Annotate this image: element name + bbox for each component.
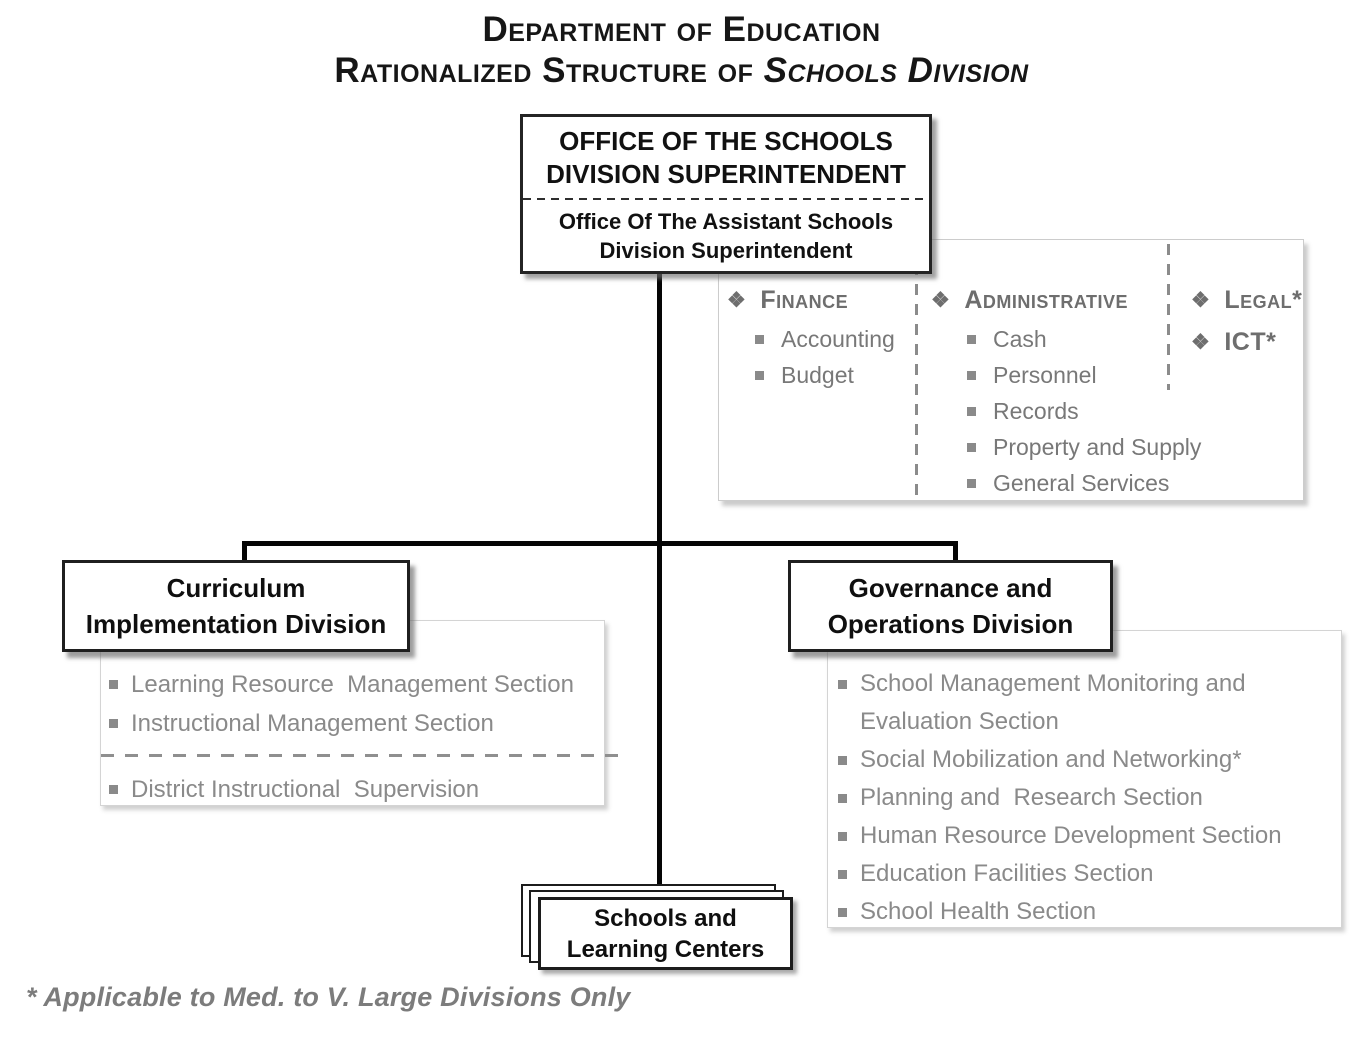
list-item: Budget xyxy=(755,357,917,393)
list-item: School Management Monitoring and Evaluat… xyxy=(838,665,1337,741)
schools-stack: Schools and Learning Centers xyxy=(521,884,811,989)
list-item-label: Learning Resource Management Section xyxy=(131,671,574,698)
list-item: Property and Supply xyxy=(967,429,1201,465)
square-bullet-icon xyxy=(109,785,118,794)
list-item-label: Personnel xyxy=(993,362,1097,388)
square-bullet-icon xyxy=(967,406,976,416)
list-item-label: Cash xyxy=(993,326,1047,352)
connector-right-drop-line xyxy=(953,541,958,567)
square-bullet-icon xyxy=(967,334,976,344)
admin-legal-separator xyxy=(1167,244,1170,390)
square-bullet-icon xyxy=(838,756,847,765)
finance-admin-separator xyxy=(915,244,918,498)
chart-title-line2-text: Rationalized Structure of xyxy=(334,51,764,90)
curriculum-panel-divider xyxy=(101,754,619,757)
square-bullet-icon xyxy=(967,370,976,380)
governance-division-box: Governance and Operations Division xyxy=(788,560,1113,652)
administrative-header: ❖ Administrative xyxy=(931,286,1191,315)
list-item: Social Mobilization and Networking* xyxy=(838,741,1337,779)
list-item-label: Planning and Research Section xyxy=(860,784,1203,811)
superintendent-box: OFFICE OF THE SCHOOLS DIVISION SUPERINTE… xyxy=(520,114,932,274)
square-bullet-icon xyxy=(838,908,847,917)
finance-items: Accounting Budget xyxy=(727,321,917,393)
list-item-label: Records xyxy=(993,398,1079,424)
list-item: Cash xyxy=(967,321,1191,357)
square-bullet-icon xyxy=(967,442,976,452)
list-item-label: Budget xyxy=(781,362,854,388)
connector-left-drop-line xyxy=(242,541,247,567)
list-item: Records xyxy=(967,393,1191,429)
square-bullet-icon xyxy=(109,719,118,728)
administrative-header-label: Administrative xyxy=(964,286,1129,314)
list-item: Accounting xyxy=(755,321,917,357)
chart-title-line2-italic: Schools Division xyxy=(763,51,1029,90)
ict-header-label: ICT* xyxy=(1224,328,1277,356)
list-item-label: Property and Supply xyxy=(993,434,1202,460)
list-item: Planning and Research Section xyxy=(838,779,1337,817)
curriculum-sections-panel: Learning Resource Management Section Ins… xyxy=(100,620,619,809)
square-bullet-icon xyxy=(838,870,847,879)
finance-header-label: Finance xyxy=(760,286,849,314)
list-item-label: Education Facilities Section xyxy=(860,860,1154,887)
ict-header: ❖ ICT* xyxy=(1191,328,1305,357)
list-item: District Instructional Supervision xyxy=(109,770,600,809)
footnote: * Applicable to Med. to V. Large Divisio… xyxy=(26,982,631,1012)
square-bullet-icon xyxy=(755,370,764,380)
assistant-superintendent-title: Office Of The Assistant Schools Division… xyxy=(558,208,894,263)
list-item: Instructional Management Section xyxy=(109,704,600,743)
diamond-bullet-icon: ❖ xyxy=(1191,331,1211,354)
square-bullet-icon xyxy=(838,832,847,841)
diamond-bullet-icon: ❖ xyxy=(931,289,951,312)
staff-units-panel: ❖ Finance Accounting Budget ❖ Administra… xyxy=(718,239,1304,501)
legal-header-label: Legal* xyxy=(1224,286,1303,314)
list-item: School Health Section xyxy=(838,893,1337,931)
list-item-label: Accounting xyxy=(781,326,895,352)
chart-title-line2: Rationalized Structure of Schools Divisi… xyxy=(0,51,1363,91)
list-item: Human Resource Development Section xyxy=(838,817,1337,855)
list-item: General Services xyxy=(967,465,1191,501)
list-item: Learning Resource Management Section xyxy=(109,665,600,704)
finance-header: ❖ Finance xyxy=(727,286,917,315)
diamond-bullet-icon: ❖ xyxy=(1191,289,1211,312)
list-item-label: School Health Section xyxy=(860,898,1097,925)
superintendent-title: OFFICE OF THE SCHOOLS DIVISION SUPERINTE… xyxy=(546,125,906,189)
list-item-label: Social Mobilization and Networking* xyxy=(860,746,1242,773)
connector-vertical-line xyxy=(657,272,662,890)
list-item: Personnel xyxy=(967,357,1191,393)
list-item-label: Instructional Management Section xyxy=(131,710,494,737)
administrative-column: ❖ Administrative Cash Personnel Records … xyxy=(931,240,1201,501)
square-bullet-icon xyxy=(838,680,847,689)
schools-box: Schools and Learning Centers xyxy=(538,897,793,970)
administrative-items: Cash Personnel Records Property and Supp… xyxy=(931,321,1201,501)
finance-column: ❖ Finance Accounting Budget xyxy=(727,240,917,500)
governance-sections-panel: School Management Monitoring and Evaluat… xyxy=(827,630,1342,928)
chart-title-line1: Department of Education xyxy=(482,10,881,49)
connector-branch-line xyxy=(242,541,958,546)
list-item-label: Human Resource Development Section xyxy=(860,822,1282,849)
curriculum-division-box: Curriculum Implementation Division xyxy=(62,560,410,652)
square-bullet-icon xyxy=(967,478,976,488)
list-item-label: District Instructional Supervision xyxy=(131,776,480,803)
square-bullet-icon xyxy=(838,794,847,803)
diamond-bullet-icon: ❖ xyxy=(727,289,747,312)
legal-header: ❖ Legal* xyxy=(1191,286,1305,315)
list-item-label: General Services xyxy=(993,470,1170,496)
square-bullet-icon xyxy=(755,334,764,344)
list-item-label: School Management Monitoring and Evaluat… xyxy=(860,670,1253,735)
legal-ict-column: ❖ Legal* ❖ ICT* xyxy=(1191,240,1305,500)
superintendent-box-divider xyxy=(523,198,929,200)
list-item: Education Facilities Section xyxy=(838,855,1337,893)
square-bullet-icon xyxy=(109,680,118,689)
